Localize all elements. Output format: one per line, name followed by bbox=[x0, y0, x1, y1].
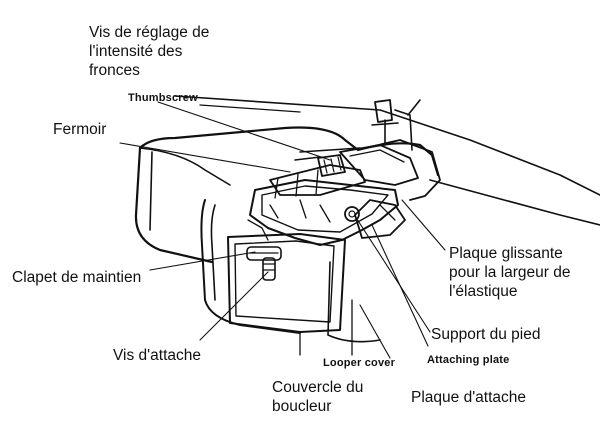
leader-vis-attache bbox=[199, 271, 269, 341]
presser-bar bbox=[374, 99, 393, 123]
leader-fermoir bbox=[119, 142, 291, 173]
leader-adjust-screw bbox=[157, 101, 331, 161]
label-thumbscrew-en: Thumbscrew bbox=[128, 92, 198, 104]
label-vis-attache: Vis d'attache bbox=[113, 347, 201, 364]
elastic-slide-plate bbox=[339, 144, 419, 186]
label-plaque-glissante: Plaque glissante pour la largeur de l'él… bbox=[449, 245, 571, 300]
leader-support-pied bbox=[354, 215, 431, 333]
front-housing bbox=[200, 199, 301, 334]
label-attaching-plate-en: Attaching plate bbox=[427, 354, 510, 366]
thumbscrew bbox=[317, 154, 346, 177]
top-plate-edge bbox=[174, 95, 600, 196]
leader-plaque-glissante bbox=[401, 199, 446, 251]
label-clapet: Clapet de maintien bbox=[12, 269, 142, 286]
attaching-screw bbox=[262, 257, 276, 281]
looper-cover-plate bbox=[227, 233, 346, 333]
label-adjust-screw: Vis de réglage de l'intensité des fronce… bbox=[89, 24, 210, 79]
attaching-plate bbox=[249, 179, 399, 246]
label-fermoir: Fermoir bbox=[53, 121, 107, 138]
leader-looper-cover bbox=[359, 304, 391, 359]
clasp bbox=[269, 164, 366, 196]
leader-clapet bbox=[149, 251, 256, 271]
label-couvercle: Couvercle du boucleur bbox=[272, 379, 364, 415]
support-screw bbox=[344, 206, 360, 222]
leader-attaching-plate bbox=[371, 224, 429, 347]
label-support-pied: Support du pied bbox=[431, 326, 541, 343]
leader-lines bbox=[119, 101, 446, 359]
label-plaque-attache: Plaque d'attache bbox=[411, 389, 526, 406]
machine-body-outline bbox=[138, 126, 440, 177]
presser-foot-support bbox=[354, 199, 406, 239]
label-looper-cover-en: Looper cover bbox=[323, 357, 396, 369]
